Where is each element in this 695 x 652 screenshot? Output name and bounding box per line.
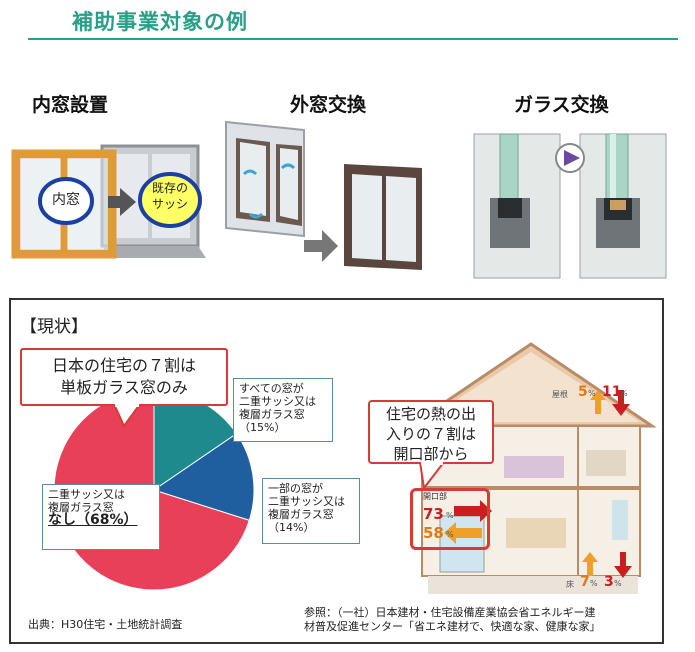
floor-in-arrow: [582, 552, 598, 576]
opening-in-arrow: [456, 528, 482, 538]
label-none-line1: 二重サッシ又は: [48, 488, 125, 501]
inner-window-heading: 内窓設置: [32, 94, 109, 116]
label-all-line3: 複層ガラス窓: [239, 408, 305, 421]
callout-main: 日本の住宅の７割は 単板ガラス窓のみ: [20, 348, 228, 406]
reference-line2: 材普及促進センター「省エネ建材で、快適な家、健康な家」: [304, 620, 601, 633]
opening-highlight: [410, 488, 490, 550]
roof-out-arrow: [612, 390, 630, 416]
opening-out-value: 73: [423, 505, 444, 523]
reference-note: 参照：（一社）日本建材・住宅設備産業協会省エネルギー建 材普及促進センター「省エ…: [304, 606, 656, 634]
opening-out-arrow: [454, 506, 480, 516]
callout-main-line2: 単板ガラス窓のみ: [60, 378, 188, 397]
label-some-line1: 一部の窓が: [268, 482, 323, 495]
callout-house-line1: 住宅の熱の出: [385, 405, 476, 423]
roof-label: 屋根: [552, 390, 568, 399]
badge-existing-line1: 既存の: [151, 181, 188, 195]
opening-label: 開口部: [423, 492, 447, 501]
opening-out-pct: %: [446, 511, 454, 520]
callout-main-pointer: [112, 404, 142, 428]
status-panel: [9, 298, 664, 644]
badge-existing-label: 既存の サッシ: [140, 180, 200, 212]
callout-house: 住宅の熱の出 入りの７割は 開口部から: [368, 400, 494, 464]
label-none-line3: なし（68%）: [48, 512, 138, 528]
opening-in-value: 58: [423, 524, 444, 542]
roof-out-pct: %: [620, 389, 628, 398]
label-some-line3: 複層ガラス窓: [268, 508, 334, 521]
inner-window-illustration: [11, 144, 206, 259]
status-heading: 【現状】: [20, 317, 88, 337]
opening-in-pct: %: [446, 530, 454, 539]
floor-in-value: 7: [580, 574, 590, 590]
roof-out-value: 11: [602, 384, 622, 400]
label-all-line4: （15%）: [239, 421, 286, 434]
outer-window-illustration: [225, 120, 422, 270]
label-none-line2: 複層ガラス窓: [48, 501, 114, 514]
callout-main-line1: 日本の住宅の７割は: [51, 356, 196, 375]
floor-in-pct: %: [590, 579, 598, 588]
badge-existing-line2: サッシ: [151, 197, 188, 211]
glass-heading: ガラス交換: [514, 94, 609, 116]
label-all-windows: すべての窓が 二重サッシ又は 複層ガラス窓 （15%）: [233, 378, 333, 442]
label-some-line2: 二重サッシ又は: [268, 495, 345, 508]
floor-label: 床: [566, 580, 574, 589]
roof-in-arrow: [590, 390, 606, 414]
roof-in-pct: %: [588, 389, 596, 398]
floor-out-value: 3: [604, 574, 614, 590]
callout-house-line3: 開口部から: [393, 445, 469, 463]
floor-out-arrow: [614, 552, 632, 578]
label-no-double-glazing: 二重サッシ又は 複層ガラス窓 なし（68%）: [42, 484, 160, 550]
reference-line1: 参照：（一社）日本建材・住宅設備産業協会省エネルギー建: [304, 606, 596, 619]
source-note: 出典：H30住宅・土地統計調査: [28, 618, 183, 631]
label-all-line1: すべての窓が: [239, 382, 304, 395]
label-all-line2: 二重サッシ又は: [239, 395, 316, 408]
house-illustration: [405, 342, 657, 594]
roof-in-value: 5: [578, 384, 588, 400]
inner-window-badge: [38, 177, 94, 225]
badge-inner-label: 内窓: [52, 192, 80, 208]
outer-window-heading: 外窓交換: [290, 94, 367, 116]
title-rule: [28, 38, 678, 40]
existing-sash-badge: [138, 172, 202, 228]
floor-out-pct: %: [614, 579, 622, 588]
page-title: 補助事業対象の例: [72, 10, 248, 34]
glass-illustration: [473, 133, 667, 279]
callout-house-line2: 入りの７割は: [385, 425, 476, 443]
label-some-windows: 一部の窓が 二重サッシ又は 複層ガラス窓 （14%）: [262, 478, 360, 544]
callout-house-pointer: [418, 462, 446, 490]
label-some-line4: （14%）: [268, 521, 315, 534]
